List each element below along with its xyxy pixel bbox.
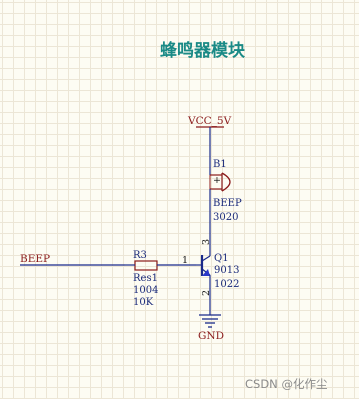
- resistor-footprint: Res1: [133, 273, 158, 284]
- resistor-value: 10K: [133, 297, 154, 308]
- buzzer-designator: B1: [213, 159, 227, 170]
- buzzer-value: 3020: [213, 212, 238, 223]
- ground-symbol: [199, 314, 221, 328]
- resistor-designator: R3: [133, 250, 147, 261]
- input-net-label: BEEP: [20, 253, 50, 265]
- buzzer-symbol: [209, 172, 231, 192]
- pin-emitter-number: 2: [201, 290, 212, 296]
- transistor-symbol: [196, 255, 211, 276]
- buzzer-part: BEEP: [213, 198, 242, 209]
- pin-base-number: 1: [182, 255, 188, 266]
- vcc-net-label: VCC_5V: [187, 115, 232, 127]
- watermark: CSDN @化作尘: [245, 377, 327, 391]
- emitter-arrow-icon: [202, 269, 210, 276]
- resistor-symbol: [134, 260, 158, 271]
- ground-net-label: GND: [198, 330, 224, 342]
- buzzer-plus-sign: +: [213, 175, 221, 186]
- transistor-designator: Q1: [214, 253, 229, 264]
- vcc-power-symbol: [196, 126, 224, 140]
- transistor-part: 9013: [214, 265, 239, 276]
- schematic-title: 蜂鸣器模块: [160, 40, 246, 61]
- transistor-package: 1022: [214, 279, 239, 290]
- pin-collector-number: 3: [201, 239, 212, 245]
- resistor-code: 1004: [133, 285, 158, 296]
